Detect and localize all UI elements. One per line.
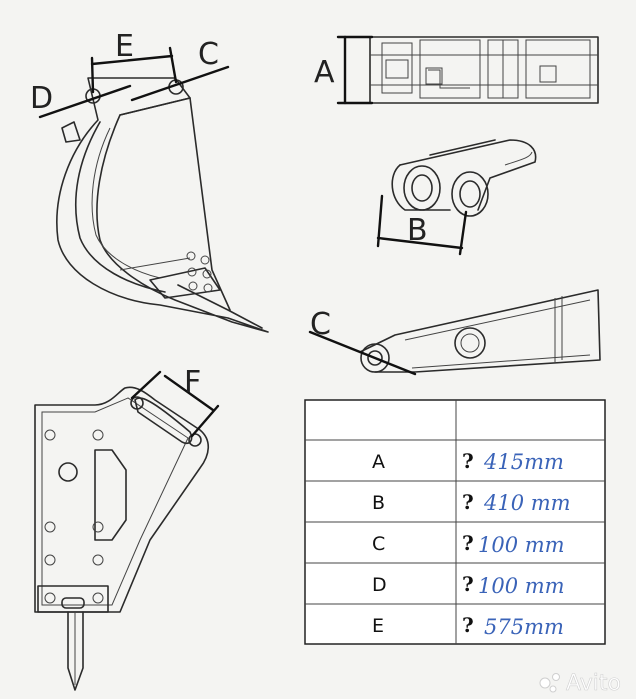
label-e: E: [115, 29, 134, 64]
label-c-bucket: C: [198, 37, 219, 72]
table-row-a-value: 415mm: [483, 450, 564, 474]
table-row-b-value: 410 mm: [483, 491, 571, 515]
dim-line-c-arm: [308, 330, 417, 376]
table-row-d-value: 100 mm: [478, 574, 565, 598]
dim-line-f: [163, 374, 215, 412]
table-row-b-key: B: [372, 492, 385, 514]
table-row-d-key: D: [372, 574, 387, 596]
dim-line-d: [38, 84, 132, 119]
table-row-b-mark: ?: [462, 490, 474, 514]
label-b: B: [407, 213, 428, 248]
table-row-d-mark: ?: [462, 572, 474, 596]
dimensions-table: A ? 415mm B ? 410 mm C ? 100 mm D ? 100 …: [304, 399, 606, 645]
link-bracket-drawing: [391, 139, 537, 217]
table-row-c-key: C: [372, 533, 385, 555]
dim-ext-f-left: [130, 370, 162, 400]
dim-ext-b-left: [376, 194, 384, 248]
dim-ext-e-right: [168, 46, 178, 84]
table-row-e-mark: ?: [462, 613, 474, 637]
table-row-e-value: 575mm: [484, 615, 564, 639]
dim-ext-f-right: [190, 404, 220, 438]
dim-line-e: [90, 54, 174, 66]
hammer-drawing: [34, 386, 210, 691]
dim-line-c-bucket: [130, 65, 230, 102]
table-row-a-mark: ?: [462, 449, 474, 473]
label-f: F: [184, 365, 201, 400]
table-row-c-mark: ?: [462, 531, 474, 555]
dim-line-b: [376, 236, 464, 250]
table-row-c-value: 100 mm: [478, 533, 565, 557]
watermark-text: Avito: [566, 671, 621, 696]
label-d: D: [30, 81, 53, 116]
label-c-arm: C: [310, 307, 331, 342]
table-row-a-key: A: [372, 451, 385, 473]
arm-drawing: [359, 289, 601, 373]
dim-ext-b-right: [458, 210, 468, 256]
ripper-bucket-drawing: [56, 77, 269, 333]
table-row-e-key: E: [372, 615, 384, 637]
dim-ext-e-left: [90, 56, 95, 94]
label-a: A: [314, 55, 335, 90]
top-view-drawing: [369, 36, 599, 104]
avito-watermark: Avito: [539, 671, 621, 696]
